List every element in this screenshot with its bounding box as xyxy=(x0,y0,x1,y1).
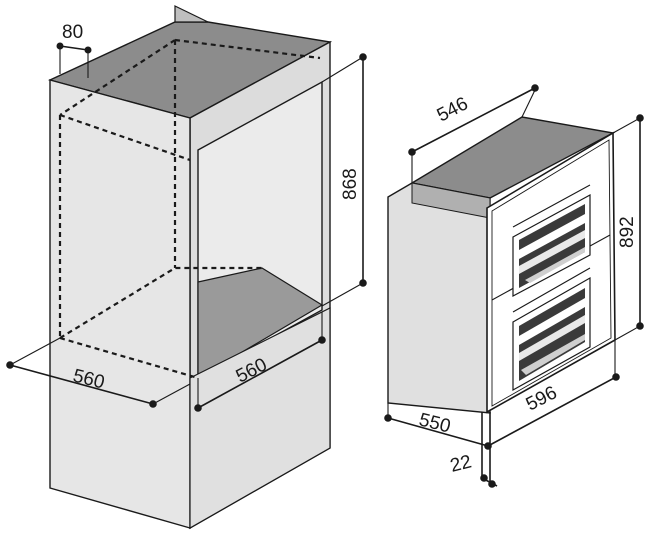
oven-side xyxy=(387,182,491,414)
dim-oven-height-label: 892 xyxy=(617,216,638,248)
dim-front-offset: 22 xyxy=(448,412,498,488)
cabinet-lower-front xyxy=(189,307,331,530)
niche-hidden-outline-top xyxy=(174,38,321,60)
oven-front-inner xyxy=(491,139,612,407)
oven-upper-cavity xyxy=(512,184,591,297)
niche-hidden-outline-floor xyxy=(59,266,262,339)
dim-front-offset-label: 22 xyxy=(448,451,474,476)
dim-oven-depth-label: 550 xyxy=(417,409,453,437)
oven-lower-cavity xyxy=(512,267,591,392)
dim-rear-gap: 80 xyxy=(56,22,92,78)
cabinet-front-face xyxy=(49,79,191,529)
dim-niche-height: 868 xyxy=(321,53,367,307)
oven xyxy=(387,116,616,414)
niche-floor xyxy=(197,267,324,380)
dim-oven-height: 892 xyxy=(612,114,644,341)
niche-hidden-outline-back xyxy=(59,113,191,162)
niche-hidden-outline-mid xyxy=(59,39,176,116)
cabinet-back-strip xyxy=(174,5,209,23)
niche-hidden-outline-bottom xyxy=(59,336,199,380)
dim-rear-gap-label: 80 xyxy=(62,22,83,43)
cabinet-niche xyxy=(47,5,333,530)
dim-oven-top-depth-label: 546 xyxy=(434,93,472,126)
dim-niche-height-label: 868 xyxy=(340,168,361,200)
